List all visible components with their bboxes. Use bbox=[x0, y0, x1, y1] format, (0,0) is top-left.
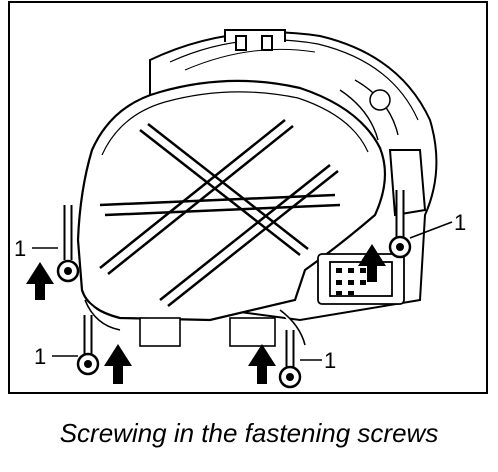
screw-group-right-upper: 1 bbox=[358, 190, 466, 282]
screw-icon bbox=[76, 315, 100, 376]
electrical-connector bbox=[317, 253, 405, 305]
housing-cover bbox=[76, 79, 387, 322]
screw-icon bbox=[56, 205, 80, 283]
arrow-up-icon bbox=[358, 244, 386, 282]
arrow-up-icon bbox=[104, 344, 132, 384]
screw-icon bbox=[278, 330, 302, 389]
screw-icon bbox=[388, 190, 412, 259]
callout-1-right-upper: 1 bbox=[454, 210, 466, 235]
arrow-up-icon bbox=[248, 344, 276, 384]
arrow-up-icon bbox=[26, 262, 54, 300]
callout-1-left-upper: 1 bbox=[14, 236, 26, 261]
figure-frame bbox=[8, 1, 488, 394]
figure-caption: Screwing in the fastening screws bbox=[59, 418, 439, 448]
callout-1-right-lower: 1 bbox=[324, 348, 336, 373]
callout-1-left-lower: 1 bbox=[34, 344, 46, 369]
callout-leader bbox=[409, 221, 453, 239]
bottom-mounts bbox=[84, 299, 306, 347]
screw-group-right-lower: 1 bbox=[248, 330, 336, 389]
screw-group-left-lower: 1 bbox=[34, 315, 132, 384]
screw-group-left-upper: 1 bbox=[14, 205, 80, 300]
